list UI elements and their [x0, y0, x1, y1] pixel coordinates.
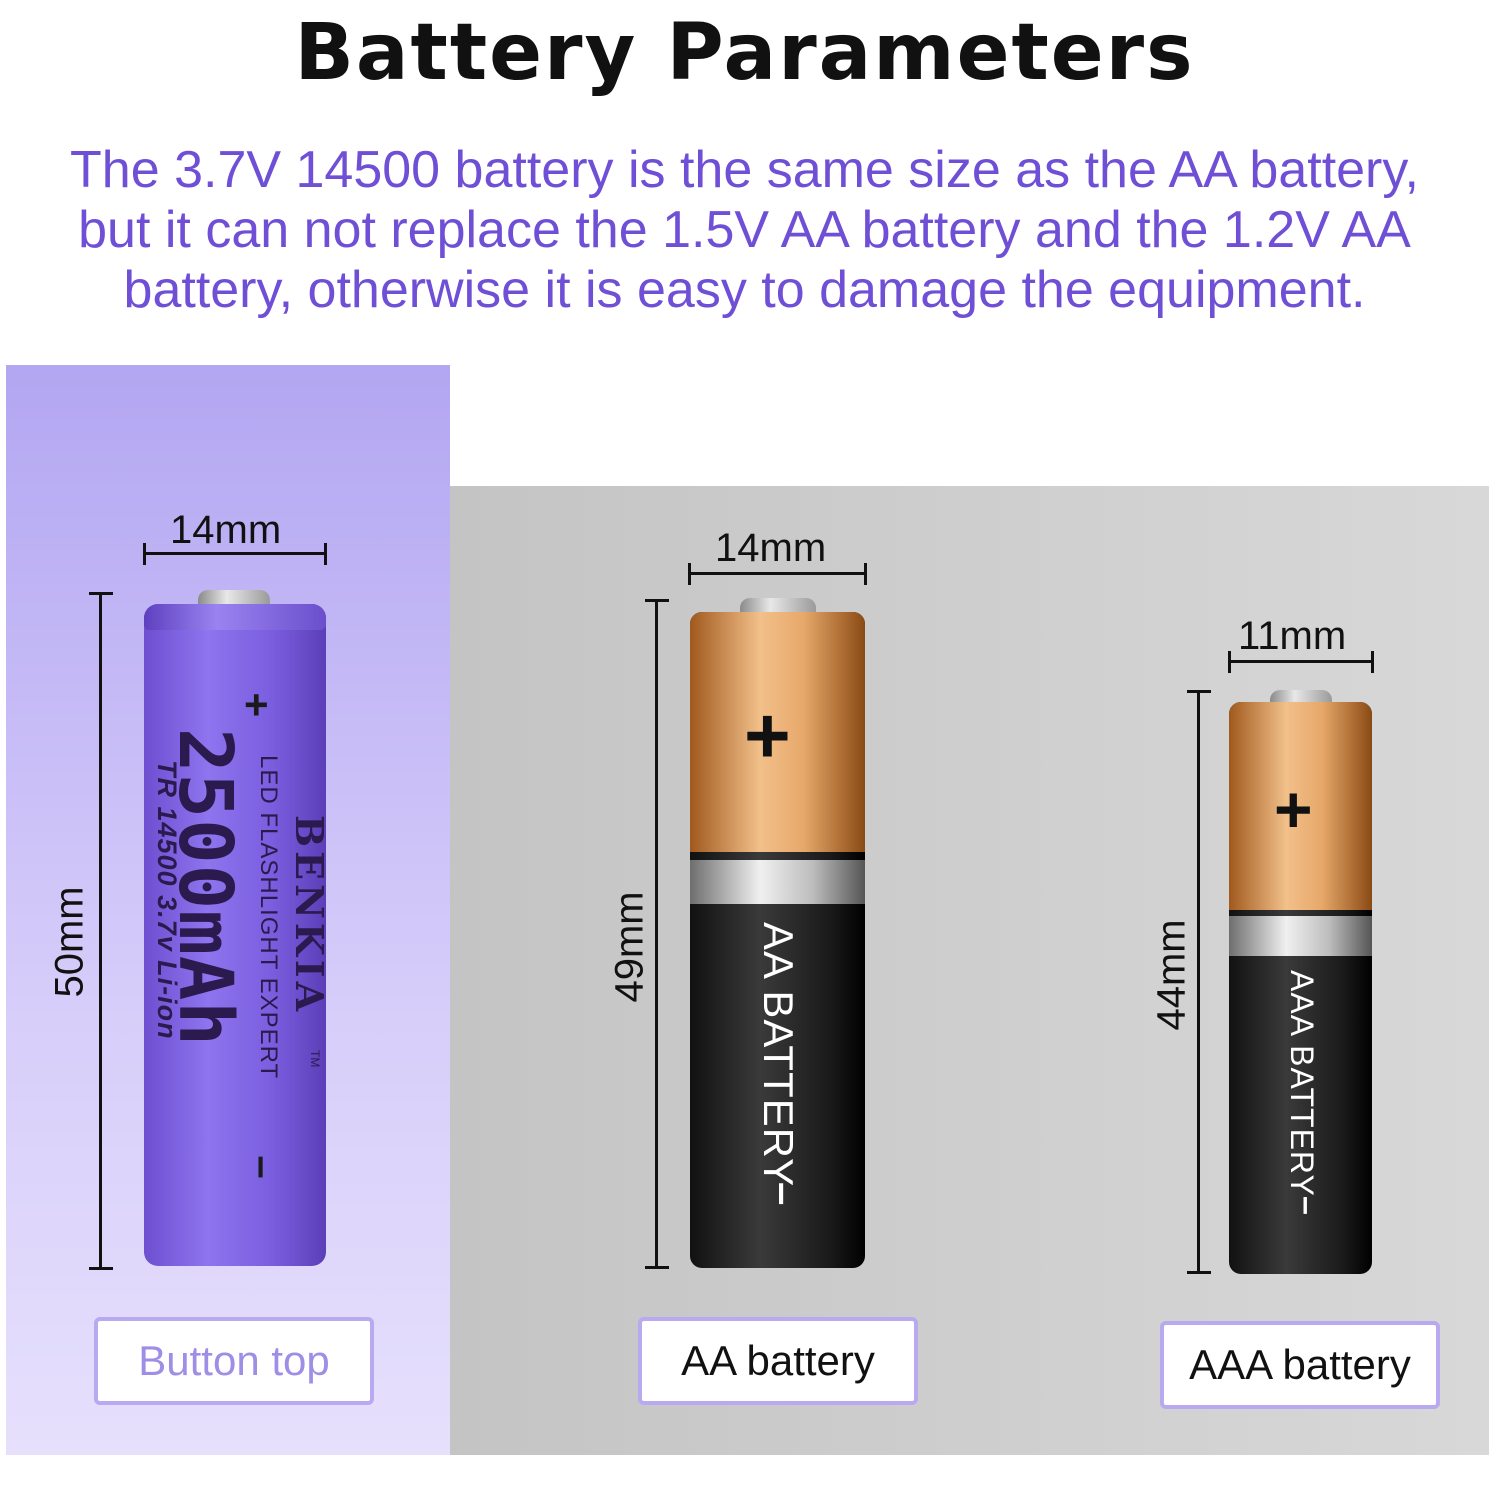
- li-plus-sign: +: [244, 681, 269, 728]
- aa-width-bracket: [688, 563, 867, 585]
- aa-battery-body: [690, 612, 865, 1268]
- description-line: battery, otherwise it is easy to damage …: [123, 261, 1366, 319]
- li-tagline-text: LED FLASHLIGHT EXPERT: [255, 755, 282, 1080]
- aaa-battery-body: [1229, 702, 1372, 1274]
- li-width-bracket: [143, 543, 327, 565]
- li-minus-sign: –: [240, 1155, 288, 1179]
- li-trademark: TM: [308, 1050, 322, 1068]
- aa-body-text: AA BATTERY: [755, 922, 802, 1188]
- aaa-body-text: AAA BATTERY: [1284, 970, 1320, 1197]
- aa-battery-caption: AA battery: [638, 1317, 918, 1405]
- li-battery-body: [144, 604, 326, 1266]
- aaa-width-bracket: [1228, 651, 1374, 673]
- aa-gold-cap: [690, 612, 865, 852]
- aaa-gold-cap: [1229, 702, 1372, 910]
- aaa-height-label: 44mm: [1149, 919, 1194, 1031]
- aaa-minus-sign: –: [1288, 1196, 1326, 1215]
- li-height-bracket: [89, 592, 113, 1270]
- aa-height-bracket: [645, 599, 669, 1269]
- aa-height-label: 49mm: [607, 891, 652, 1003]
- aa-minus-sign: –: [761, 1182, 808, 1206]
- aa-silver-band: [690, 860, 865, 904]
- aa-plus-sign: +: [744, 691, 791, 780]
- aa-button-top: [740, 598, 816, 616]
- aaa-plus-sign: +: [1274, 772, 1313, 846]
- li-height-label: 50mm: [47, 886, 92, 998]
- aaa-height-bracket: [1187, 690, 1211, 1274]
- li-button-top: [198, 590, 270, 608]
- aaa-silver-band: [1229, 916, 1372, 956]
- li-battery-shoulder: [144, 604, 326, 630]
- description-line: The 3.7V 14500 battery is the same size …: [70, 141, 1419, 199]
- aaa-width-label: 11mm: [1238, 614, 1347, 658]
- button-top-caption: Button top: [94, 1317, 374, 1405]
- li-spec-text: TR 14500 3.7v Li-ion: [152, 760, 182, 1040]
- aa-width-label: 14mm: [715, 526, 827, 570]
- description-text: The 3.7V 14500 battery is the same size …: [20, 140, 1469, 320]
- li-width-label: 14mm: [170, 508, 282, 552]
- description-line: but it can not replace the 1.5V AA batte…: [78, 201, 1411, 259]
- aaa-battery-caption: AAA battery: [1160, 1321, 1440, 1409]
- page-title: Battery Parameters: [294, 8, 1195, 98]
- li-brand-text: BENKIA: [287, 815, 332, 1016]
